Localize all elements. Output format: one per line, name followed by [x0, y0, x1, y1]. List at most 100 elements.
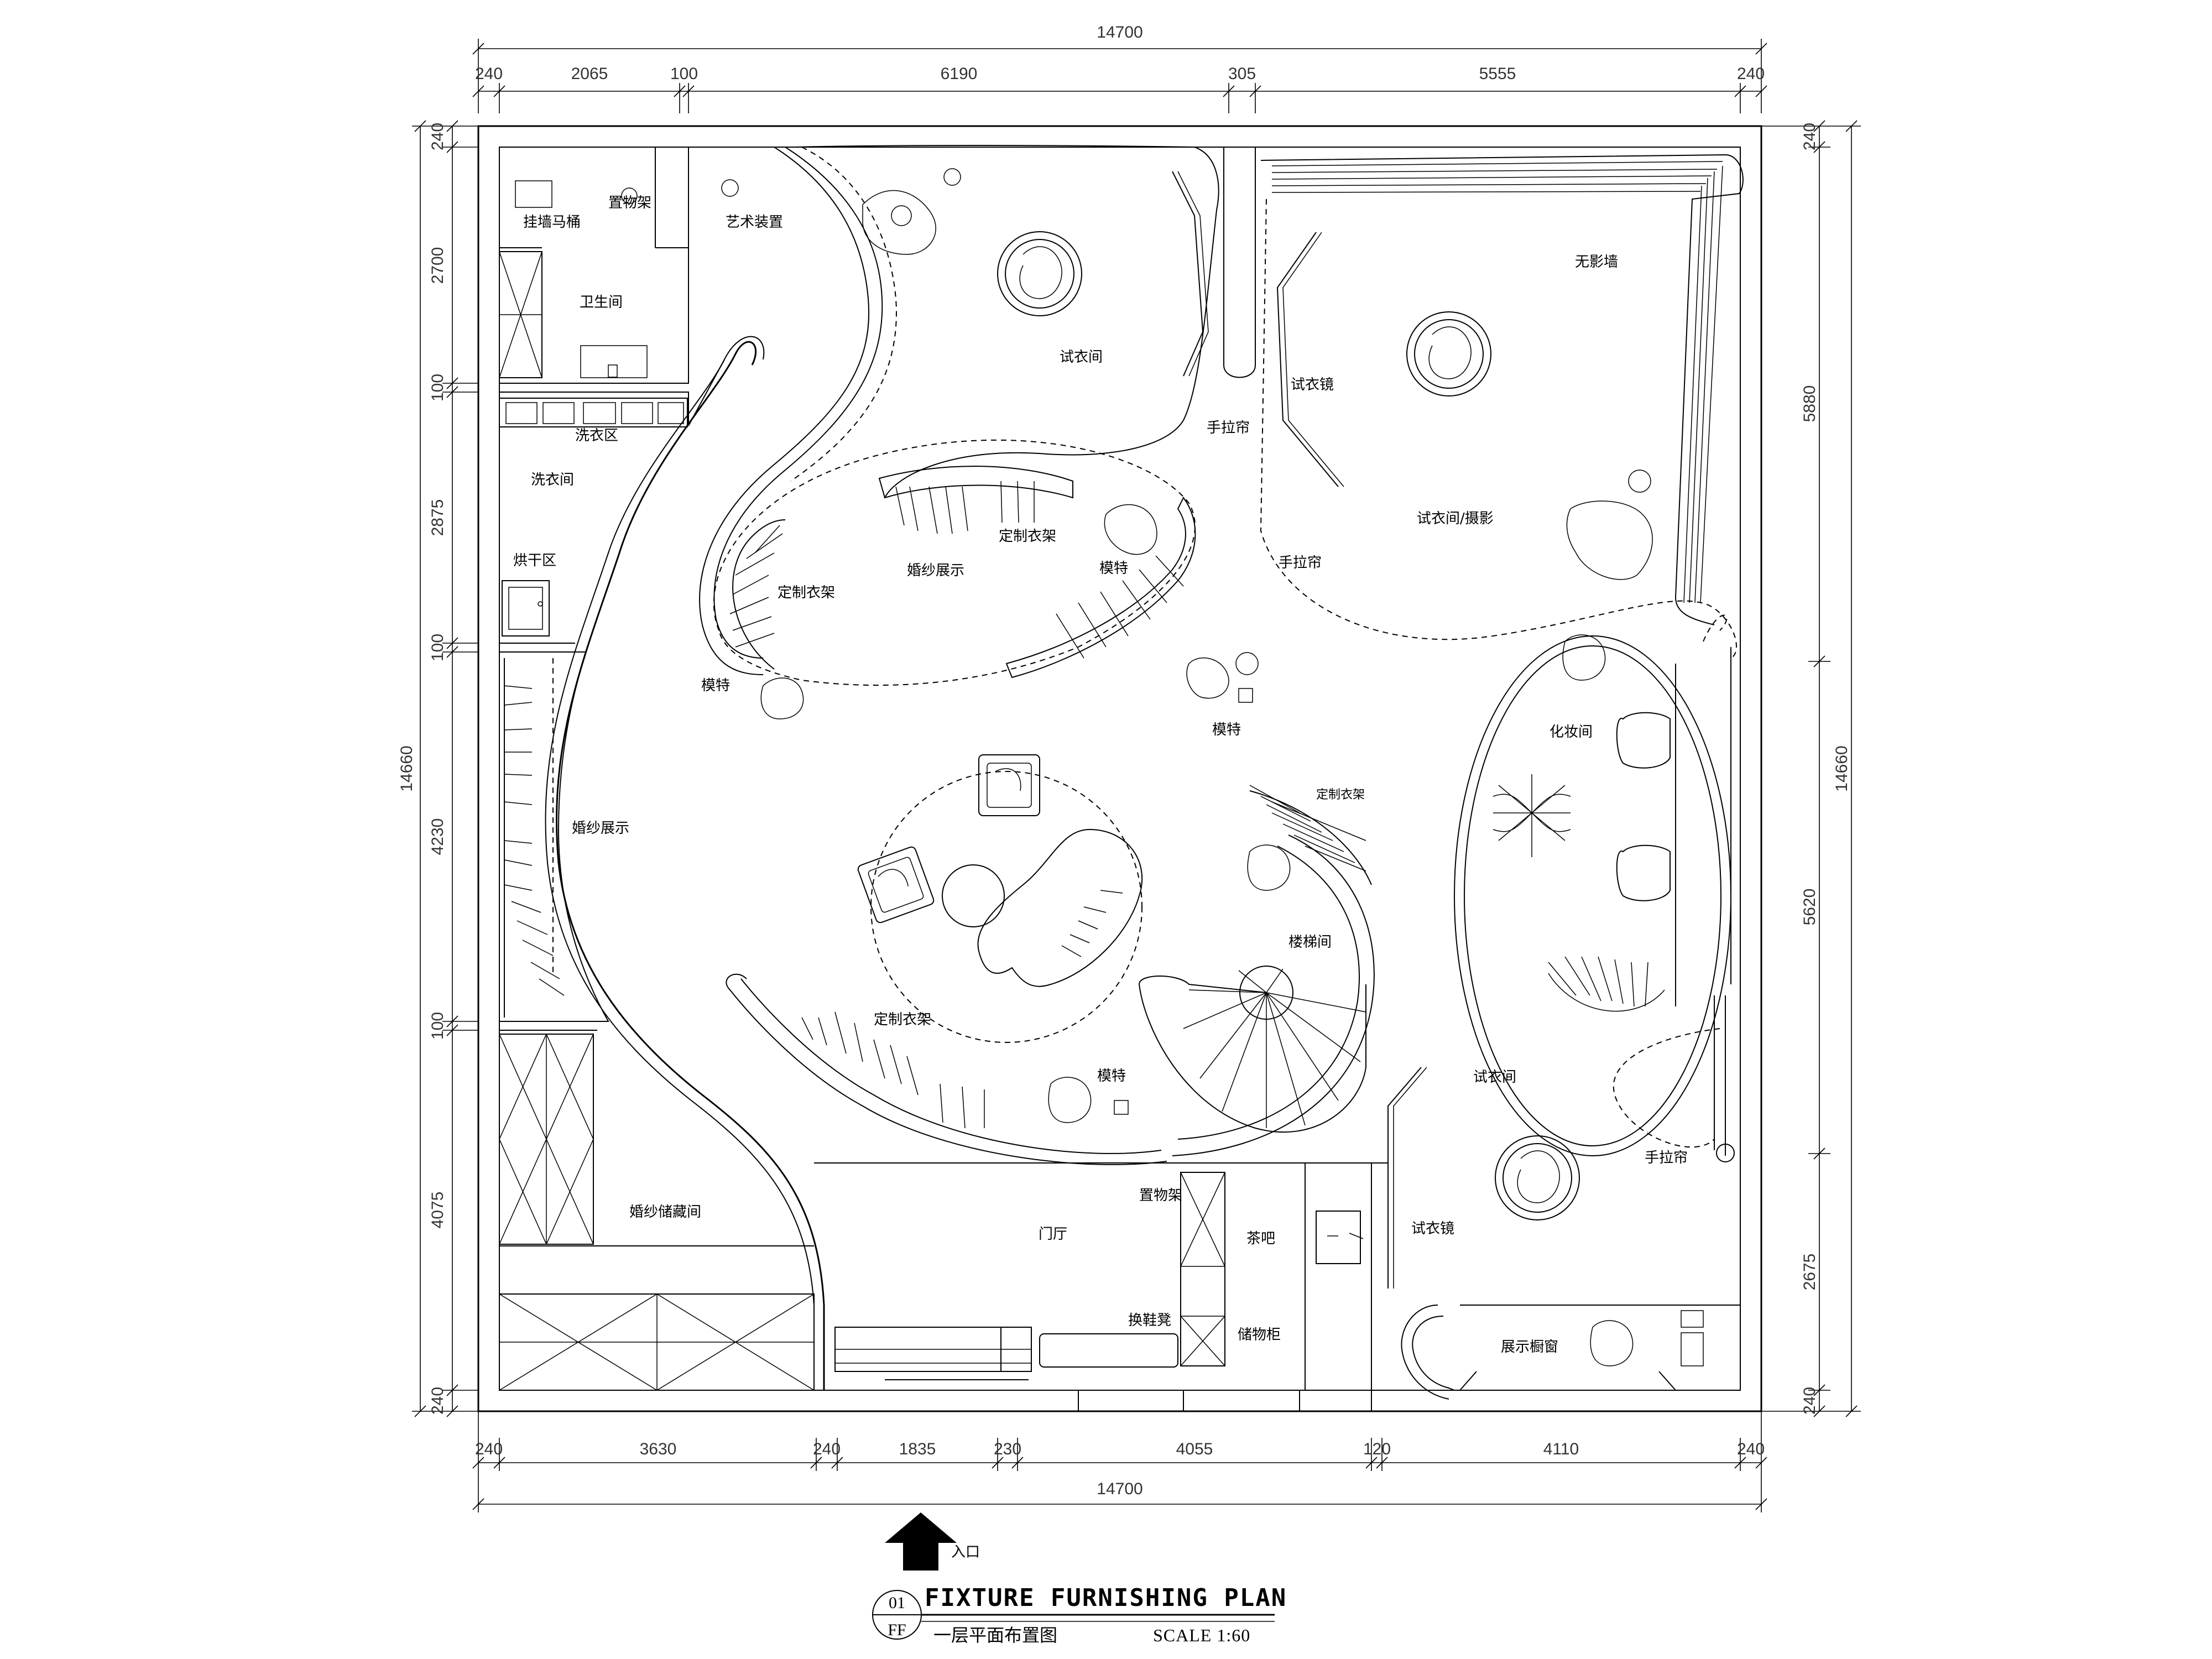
fitting-room-bottom — [1387, 995, 1740, 1400]
entrance-label: 入口 — [951, 1544, 980, 1561]
room-label: 烘干区 — [513, 552, 556, 569]
room-label: 婚纱储藏间 — [629, 1204, 701, 1220]
room-label: 定制衣架 — [778, 585, 835, 601]
curved-walls-left — [499, 336, 825, 1390]
room-label: 置物架 — [608, 195, 651, 211]
room-label: 挂墙马桶 — [523, 214, 581, 231]
room-label: 模特 — [1099, 560, 1128, 577]
drawing-number: 01 — [889, 1594, 905, 1612]
room-label: 置物架 — [1139, 1187, 1182, 1204]
dim-bottom-total: 14700 — [1097, 1480, 1142, 1498]
central-lounge — [857, 754, 1143, 1043]
armchair-icon — [978, 754, 1040, 816]
dim-bottom-6: 4055 — [1176, 1440, 1213, 1458]
dim-top-5: 305 — [1228, 65, 1256, 83]
backdrop-zone — [1260, 154, 1744, 659]
room-label: 茶吧 — [1246, 1230, 1275, 1247]
entrance-arrow-icon — [885, 1512, 957, 1571]
lower-arc-display — [726, 973, 1167, 1165]
room-label: 卫生间 — [580, 294, 623, 311]
dim-left-8: 4075 — [429, 1192, 447, 1229]
dim-right-2: 5880 — [1801, 385, 1819, 422]
dim-left-5: 100 — [429, 634, 447, 661]
dim-top-6: 5555 — [1479, 65, 1516, 83]
plant-icon — [1493, 774, 1571, 857]
room-label: 模特 — [701, 677, 730, 694]
dim-bottom-4: 1835 — [899, 1440, 936, 1458]
dim-top-4: 6190 — [941, 65, 978, 83]
dim-left-9: 240 — [429, 1387, 447, 1415]
dim-top-total: 14700 — [1097, 23, 1142, 41]
title-block — [872, 1590, 1275, 1640]
dim-left-4: 2875 — [429, 499, 447, 536]
dim-right-3: 5620 — [1801, 889, 1819, 926]
room-label: 婚纱展示 — [907, 562, 964, 579]
drawing-scale: SCALE 1:60 — [1153, 1625, 1250, 1645]
room-label: 试衣间 — [1060, 349, 1103, 366]
rug-icon — [1406, 311, 1491, 397]
dim-bottom-8: 4110 — [1543, 1440, 1579, 1458]
room-label: 无影墙 — [1575, 254, 1618, 270]
room-label: 化妆间 — [1550, 724, 1593, 740]
room-label: 手拉帘 — [1645, 1150, 1688, 1166]
rug-icon — [1495, 1135, 1580, 1220]
dim-right-4: 2675 — [1801, 1254, 1819, 1291]
dim-bottom-9: 240 — [1737, 1440, 1765, 1458]
room-label: 楼梯间 — [1288, 934, 1332, 951]
room-label: 试衣镜 — [1291, 377, 1334, 393]
room-label: 模特 — [1212, 722, 1241, 738]
room-label: 手拉帘 — [1207, 420, 1250, 436]
dim-top-2: 2065 — [571, 65, 608, 83]
armchair-icon — [857, 846, 935, 924]
dimension-lines — [412, 39, 1861, 1512]
dim-left-2: 2700 — [429, 247, 447, 284]
dim-bottom-5: 230 — [994, 1440, 1021, 1458]
room-label: 门厅 — [1039, 1226, 1067, 1243]
dim-bottom-2: 3630 — [640, 1440, 677, 1458]
dim-top-7: 240 — [1737, 65, 1765, 83]
room-label: 定制衣架 — [999, 528, 1056, 545]
bathroom-block — [499, 147, 689, 653]
dim-bottom-1: 240 — [475, 1440, 503, 1458]
room-label: 换鞋凳 — [1128, 1312, 1171, 1329]
dim-right-5: 240 — [1801, 1387, 1819, 1415]
dim-top-3: 100 — [670, 65, 698, 83]
dim-bottom-7: 120 — [1363, 1440, 1391, 1458]
room-label: 艺术装置 — [726, 214, 783, 231]
room-label: 洗衣区 — [575, 427, 618, 444]
model-figures — [721, 168, 1653, 1366]
room-labels: 挂墙马桶 置物架 艺术装置 卫生间 洗衣区 洗衣间 烘干区 婚纱展示 婚纱储藏间… — [513, 195, 1688, 1355]
room-label: 定制衣架 — [874, 1011, 931, 1028]
room-label: 试衣镜 — [1411, 1220, 1454, 1237]
dim-left-total: 14660 — [398, 745, 416, 791]
foyer-block — [814, 1162, 1388, 1412]
room-label: 婚纱展示 — [572, 820, 629, 837]
sheet-code: FF — [888, 1621, 906, 1639]
room-label: 试衣间/摄影 — [1417, 510, 1494, 527]
makeup-room — [1454, 614, 1731, 1156]
curved-partitions-center — [699, 145, 1256, 675]
oval-gown-display — [713, 439, 1196, 686]
dim-right-1: 240 — [1801, 123, 1819, 150]
dim-right-total: 14660 — [1833, 745, 1851, 791]
dim-left-6: 4230 — [429, 818, 447, 855]
drawing-title: FIXTURE FURNISHING PLAN — [925, 1584, 1287, 1612]
room-label: 模特 — [1097, 1068, 1126, 1084]
spiral-stair — [1114, 688, 1375, 1156]
dim-top-1: 240 — [475, 65, 503, 83]
rug-icon — [997, 231, 1082, 316]
room-label: 手拉帘 — [1279, 555, 1322, 571]
room-label: 定制衣架 — [1316, 788, 1365, 802]
gown-storage-block — [499, 1030, 815, 1391]
room-label: 试衣间 — [1473, 1069, 1516, 1086]
drawing-subtitle: 一层平面布置图 — [933, 1625, 1057, 1646]
room-label: 展示橱窗 — [1501, 1339, 1558, 1355]
dim-bottom-3: 240 — [813, 1440, 841, 1458]
dim-left-7: 100 — [429, 1012, 447, 1040]
room-label: 储物柜 — [1238, 1327, 1281, 1343]
dim-left-1: 240 — [429, 123, 447, 150]
dim-left-3: 100 — [429, 374, 447, 401]
room-label: 洗衣间 — [531, 472, 574, 488]
dimension-texts: 14700 240 2065 100 6190 305 5555 240 240… — [398, 23, 1851, 1498]
